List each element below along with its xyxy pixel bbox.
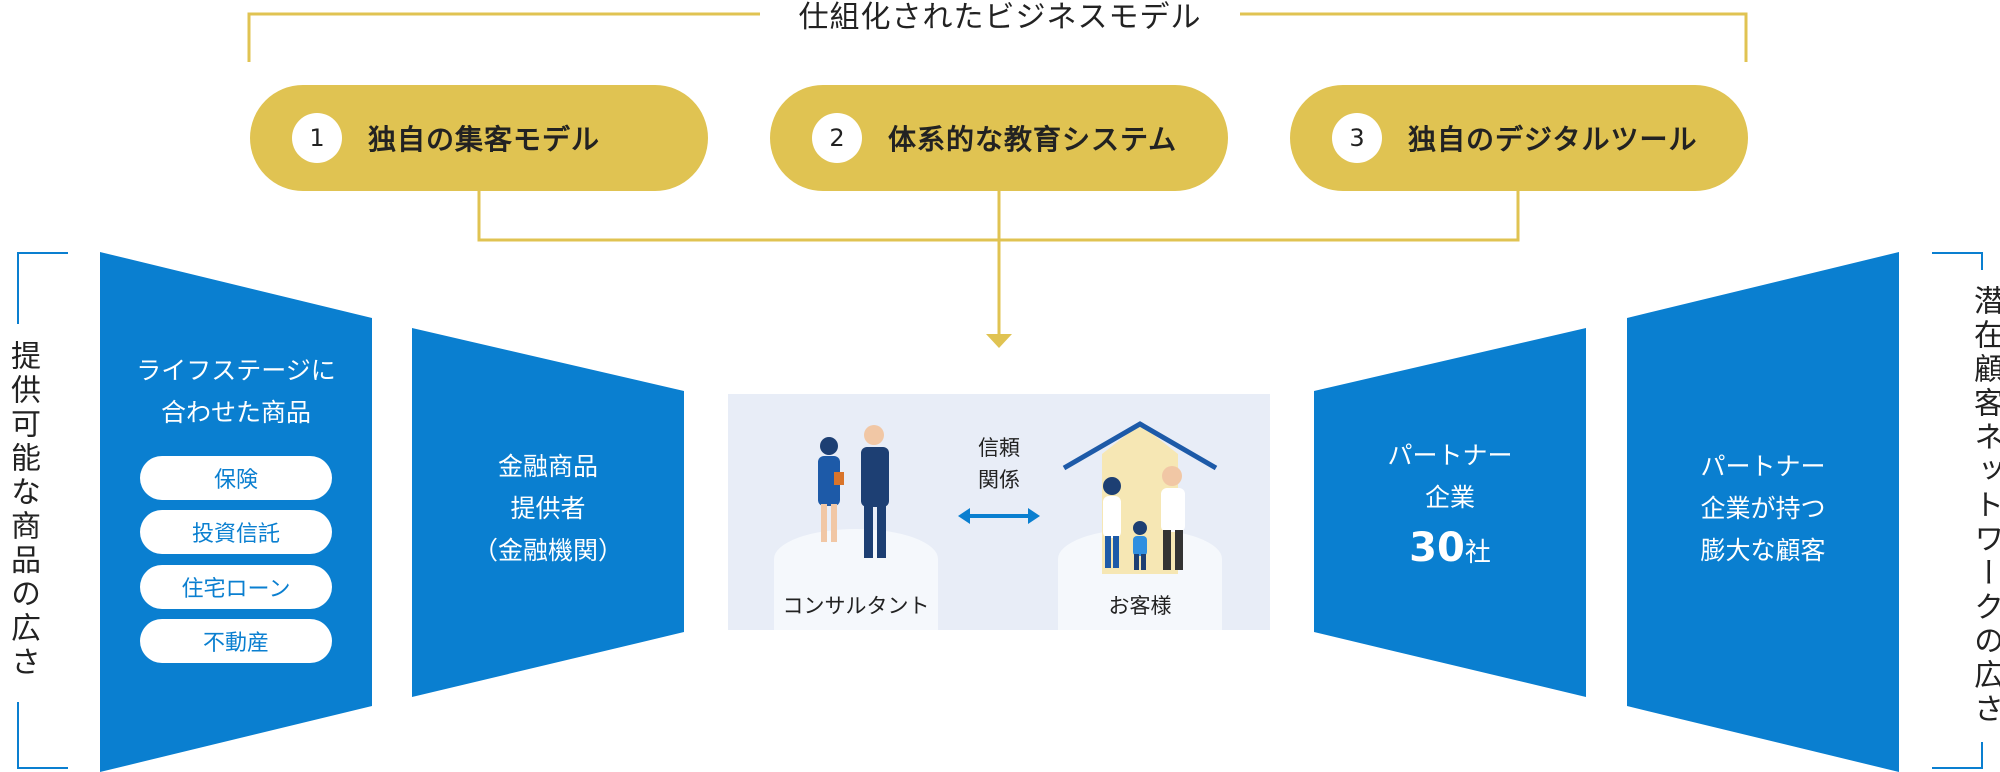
chip-investment-trust: 投資信託 <box>140 510 332 554</box>
panel-partner-customers-text: パートナー 企業が持つ 膨大な顧客 <box>1627 446 1899 572</box>
feature-number: 3 <box>1332 113 1382 163</box>
panel-partners-text: パートナー 企業 30社 <box>1314 435 1586 574</box>
panel-financial-line2: 提供者 <box>412 488 684 530</box>
feature-number: 2 <box>812 113 862 163</box>
panel-financial-text: 金融商品 提供者 （金融機関） <box>412 446 684 572</box>
feature-pill-3: 3 独自のデジタルツール <box>1290 85 1748 191</box>
center-relationship-box: 信頼 関係 コンサルタント お客様 <box>728 394 1270 630</box>
panel-products-title: ライフステージに 合わせた商品 <box>100 350 372 434</box>
panel-financial-line3: （金融機関） <box>412 530 684 572</box>
panel4-line1: パートナー <box>1627 446 1899 488</box>
feature-pill-2: 2 体系的な教育システム <box>770 85 1228 191</box>
feature-number: 1 <box>292 113 342 163</box>
chip-insurance: 保険 <box>140 456 332 500</box>
panel-products-line2: 合わせた商品 <box>100 392 372 434</box>
feature-label: 体系的な教育システム <box>888 118 1177 158</box>
panel-financial-line1: 金融商品 <box>412 446 684 488</box>
consultant-label: コンサルタント <box>756 590 956 620</box>
panel4-line2: 企業が持つ <box>1627 488 1899 530</box>
panel-partners-line1: パートナー <box>1314 435 1586 477</box>
partner-count-unit: 社 <box>1465 538 1491 568</box>
panel4-line3: 膨大な顧客 <box>1627 530 1899 572</box>
panel-products-line1: ライフステージに <box>100 350 372 392</box>
chip-mortgage: 住宅ローン <box>140 565 332 609</box>
partner-count-number: 30 <box>1409 525 1465 571</box>
trust-label-line1: 信頼 <box>964 432 1034 464</box>
left-side-label: 提供可能な商品の広さ <box>0 340 44 680</box>
panel-partners-line2: 企業 <box>1314 477 1586 519</box>
feature-label: 独自のデジタルツール <box>1408 118 1697 158</box>
customer-label: お客様 <box>1058 590 1222 620</box>
trust-label: 信頼 関係 <box>964 432 1034 496</box>
down-arrow <box>986 334 1012 348</box>
trust-arrow-icon <box>958 508 1040 524</box>
trust-label-line2: 関係 <box>964 464 1034 496</box>
feature-label: 独自の集客モデル <box>368 118 600 158</box>
right-bracket-bottom <box>1932 742 1982 768</box>
feature-pill-1: 1 独自の集客モデル <box>250 85 708 191</box>
right-side-label: 潜在顧客ネットワークの広さ <box>1963 285 2000 727</box>
partner-count: 30社 <box>1314 527 1586 574</box>
left-bracket-bottom <box>18 702 68 768</box>
left-bracket <box>18 253 68 324</box>
right-bracket <box>1932 253 1982 270</box>
chip-real-estate: 不動産 <box>140 619 332 663</box>
business-model-title: 仕組化されたビジネスモデル <box>760 0 1240 36</box>
